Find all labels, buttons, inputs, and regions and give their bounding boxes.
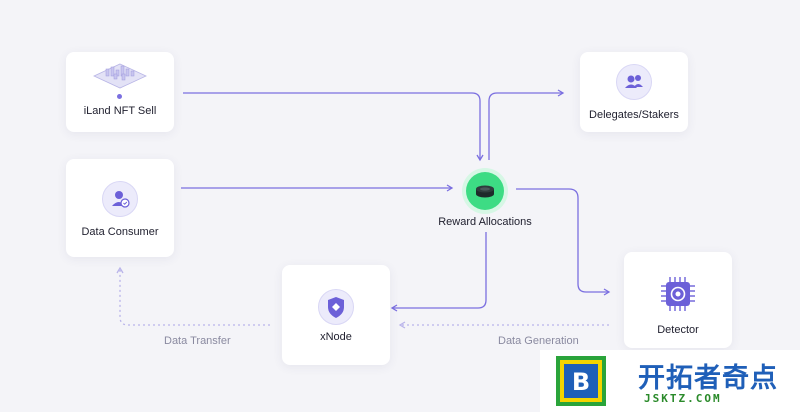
- shield-node-icon: [328, 297, 344, 318]
- iland-label: iLand NFT Sell: [83, 105, 157, 117]
- iland-dot: [117, 94, 122, 99]
- line-reward-to-delegates: [488, 89, 565, 160]
- data-generation-label: Data Generation: [498, 335, 579, 347]
- xnode-label: xNode: [320, 331, 352, 343]
- coin-stack-icon: [476, 185, 494, 198]
- consumer-card[interactable]: Data Consumer: [66, 159, 174, 257]
- reward-node[interactable]: [466, 172, 504, 210]
- xnode-icon-circle: [318, 289, 354, 325]
- watermark-logo-letter: B: [572, 368, 590, 396]
- line-xnode-to-consumer: [116, 266, 270, 326]
- consumer-icon-circle: [102, 181, 138, 217]
- watermark: B 开拓者奇点 JSKTZ.COM: [540, 350, 800, 412]
- consumer-label: Data Consumer: [81, 226, 159, 238]
- delegates-label: Delegates/Stakers: [589, 109, 679, 121]
- user-badge-icon: [112, 191, 130, 208]
- xnode-card[interactable]: xNode: [282, 265, 390, 365]
- line-reward-to-detector: [516, 188, 611, 296]
- iland-card[interactable]: iLand NFT Sell: [66, 52, 174, 132]
- line-reward-to-xnode: [390, 232, 487, 312]
- isometric-city-icon: [93, 63, 147, 89]
- detector-label: Detector: [657, 324, 699, 336]
- line-iland-to-reward: [183, 92, 484, 162]
- detector-card[interactable]: Detector: [624, 252, 732, 348]
- delegates-card[interactable]: Delegates/Stakers: [580, 52, 688, 132]
- watermark-brand: 开拓者奇点: [638, 363, 778, 394]
- users-group-icon: [625, 75, 643, 88]
- data-transfer-label: Data Transfer: [164, 335, 231, 347]
- delegates-icon-circle: [616, 64, 652, 100]
- watermark-url: JSKTZ.COM: [644, 392, 722, 405]
- reward-label: Reward Allocations: [438, 216, 532, 228]
- chip-icon: [661, 277, 695, 311]
- watermark-logo: B: [556, 356, 606, 406]
